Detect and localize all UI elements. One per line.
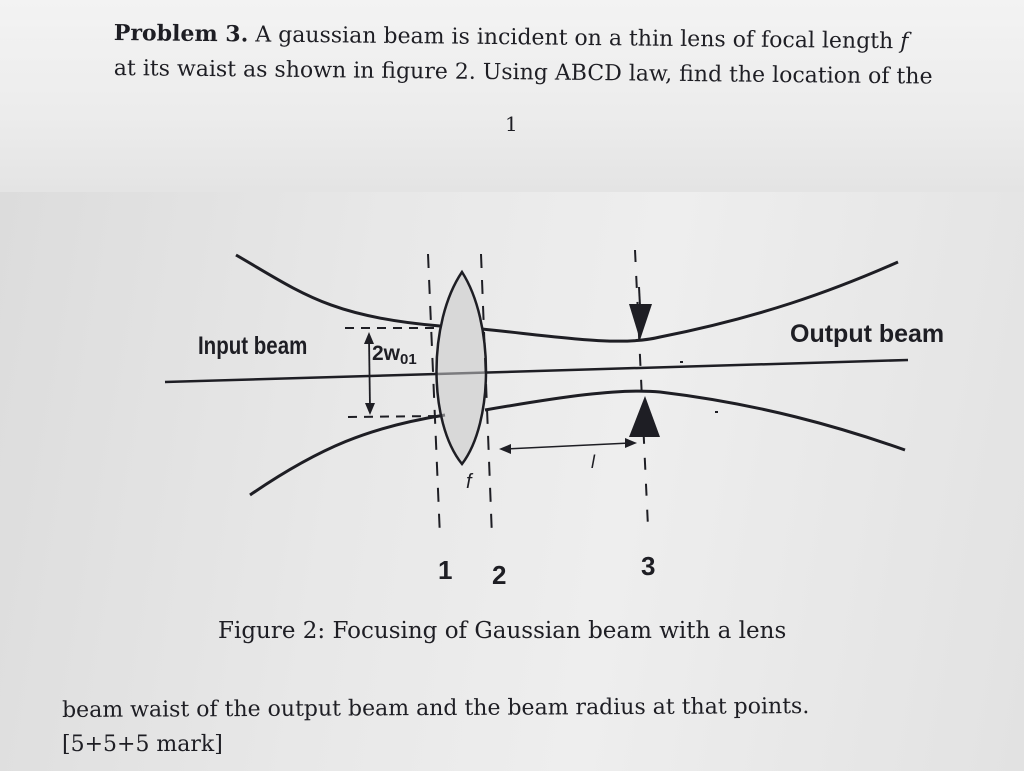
thin-lens xyxy=(435,269,488,467)
gaussian-beam-figure: Input beam Output beam 2w01 f l 1 2 3 xyxy=(164,249,944,590)
plane-1-line xyxy=(427,253,441,538)
distance-arrow xyxy=(504,442,631,450)
waist-label-main: 2w xyxy=(372,342,401,365)
page-number: 1 xyxy=(505,112,518,136)
waist-label: 2w01 xyxy=(372,342,417,368)
output-beam-label: Output beam xyxy=(790,320,944,348)
plane-label-3: 3 xyxy=(641,551,655,581)
plane-label-1: 1 xyxy=(438,555,452,585)
waist-arrow-head-up xyxy=(364,332,374,344)
output-beam-lower-envelope xyxy=(484,389,906,452)
distance-label: l xyxy=(591,452,596,472)
input-beam-label: Input beam xyxy=(198,331,307,359)
input-beam-lower-envelope xyxy=(249,413,446,497)
problem-label: Problem 3. xyxy=(113,20,249,48)
optical-axis xyxy=(164,358,909,384)
figure-caption: Figure 2: Focusing of Gaussian beam with… xyxy=(218,618,787,644)
output-waist-arrow-top xyxy=(629,304,652,340)
waist-arrow-head-down xyxy=(365,403,375,415)
problem-statement-line-3: beam waist of the output beam and the be… xyxy=(62,694,810,723)
bottom-paper-sheet xyxy=(0,192,1024,771)
plane-3-line xyxy=(634,249,649,528)
waist-width-arrow xyxy=(368,337,371,409)
output-waist-arrow-top-shaft xyxy=(638,286,641,307)
focal-length-label: f xyxy=(466,471,474,493)
plane-label-2: 2 xyxy=(492,560,506,590)
distance-arrow-head-right xyxy=(625,438,637,448)
plane-2-line xyxy=(480,253,493,538)
waist-label-subscript: 01 xyxy=(400,351,417,368)
output-beam-upper-envelope xyxy=(481,260,899,343)
top-paper-sheet xyxy=(0,0,1024,192)
distance-arrow-head-left xyxy=(499,444,511,454)
focal-length-symbol: f xyxy=(900,29,909,55)
output-waist-arrow-bottom xyxy=(629,396,660,437)
input-beam-upper-envelope xyxy=(235,253,441,328)
problem-marks: [5+5+5 mark] xyxy=(62,732,223,757)
